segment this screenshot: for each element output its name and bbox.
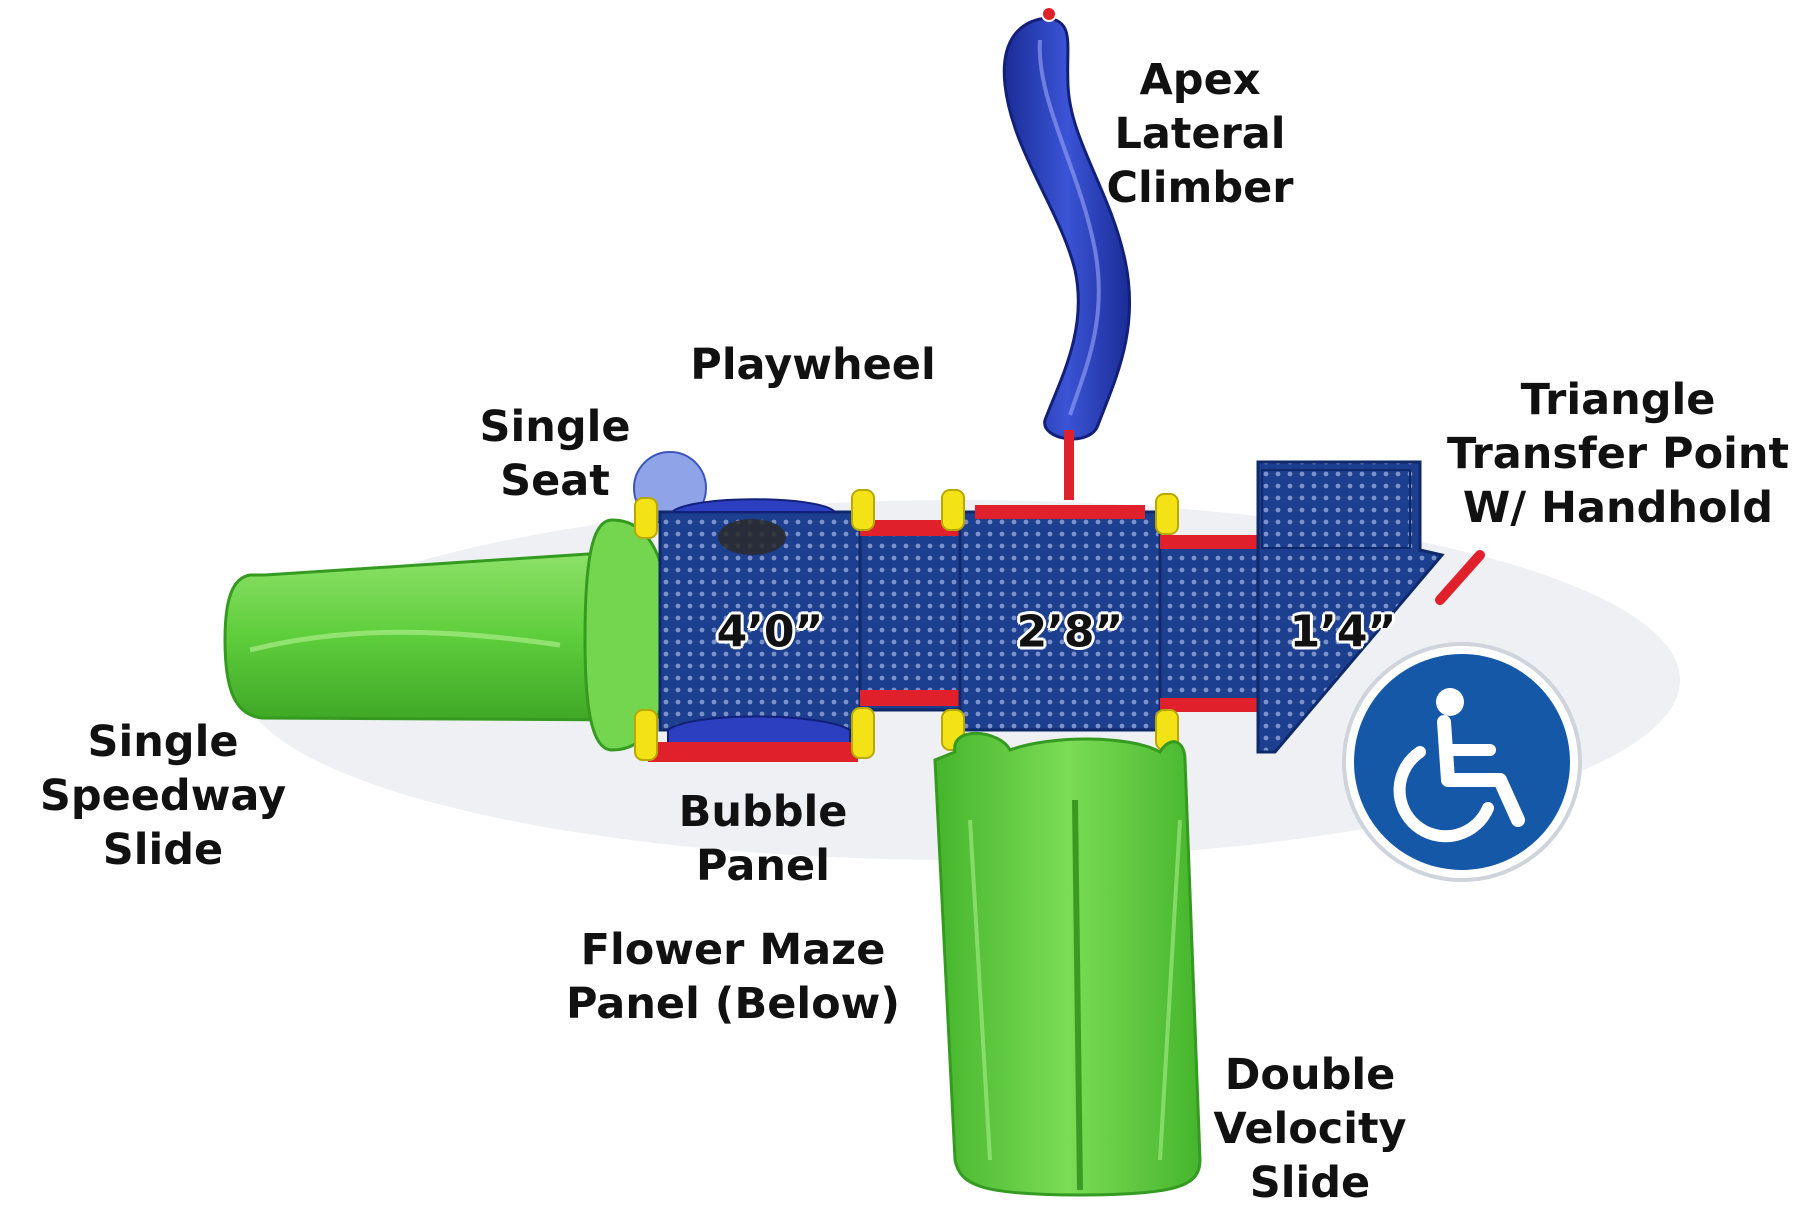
triangle-transfer-point: [1256, 460, 1485, 754]
bubble-panel: [667, 715, 851, 749]
connector-bridge: [858, 520, 962, 712]
single-seat: [669, 498, 838, 513]
left-deck: [648, 498, 862, 762]
apex-lateral-climber: [1002, 6, 1132, 500]
right-deck-height: 1’4”: [1289, 606, 1397, 658]
label-apex-lateral-climber: Apex Lateral Climber: [1106, 55, 1294, 213]
center-deck: [958, 505, 1162, 732]
label-single-seat: Single Seat: [479, 402, 631, 506]
label-flower-maze-panel: Flower Maze Panel (Below): [565, 925, 901, 1029]
double-velocity-slide: [933, 731, 1202, 1197]
single-speedway-slide: [223, 518, 672, 752]
label-triangle-transfer-point: Triangle Transfer Point W/ Handhold: [1446, 375, 1790, 533]
label-playwheel: Playwheel: [690, 340, 936, 390]
support-posts: [634, 489, 1179, 761]
label-single-speedway-slide: Single Speedway Slide: [39, 717, 287, 875]
right-connector: [1158, 535, 1262, 712]
center-deck-height: 2’8”: [1016, 606, 1124, 658]
wheelchair-accessibility-icon: [1342, 642, 1582, 882]
label-double-velocity-slide: Double Velocity Slide: [1213, 1050, 1407, 1208]
left-deck-height: 4’0”: [716, 606, 824, 658]
label-bubble-panel: Bubble Panel: [678, 787, 848, 891]
